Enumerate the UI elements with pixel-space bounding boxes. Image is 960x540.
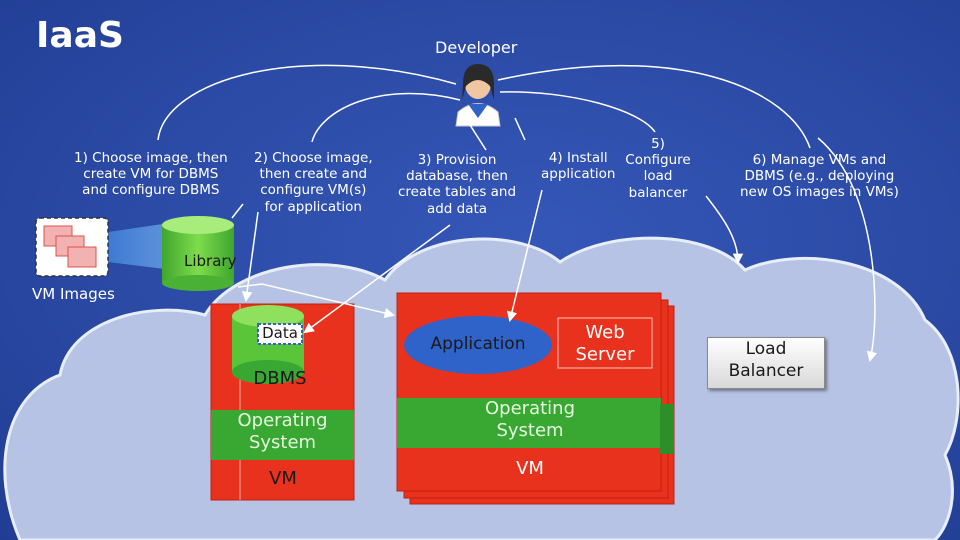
os-line: System — [248, 431, 317, 453]
dbms-label: DBMS — [253, 368, 307, 389]
step-2-line: for application — [264, 198, 362, 215]
load-balancer-line: Balancer — [728, 361, 804, 382]
step-1-text: 1) Choose image, then create VM for DBMS… — [74, 150, 228, 199]
step-3-line: add data — [426, 200, 488, 217]
data-label: Data — [262, 324, 298, 342]
app-vm-label: VM — [516, 458, 544, 479]
step-5-line: load — [643, 168, 673, 185]
dbms-vm-label: VM — [269, 468, 297, 489]
step-5-line: Configure — [625, 152, 691, 169]
library-cylinder-icon — [162, 216, 234, 291]
step-1-line: and configure DBMS — [82, 182, 220, 199]
step-4-line: application — [541, 166, 616, 183]
step-6-line: new OS images in VMs) — [740, 184, 899, 201]
developer-label: Developer — [435, 38, 518, 57]
application-label: Application — [430, 334, 526, 354]
step-2-line: then create and — [259, 166, 368, 183]
library-label: Library — [184, 252, 237, 270]
web-server-line: Web — [585, 322, 625, 343]
step-3-line: create tables and — [398, 184, 517, 201]
load-balancer-box — [707, 337, 825, 389]
os-line: Operating — [237, 410, 328, 431]
step-5-text: 5) Configure load balancer — [620, 136, 696, 201]
step-6-line: 6) Manage VMs and — [752, 152, 887, 168]
step-6-text: 6) Manage VMs and DBMS (e.g., deploying … — [740, 152, 899, 201]
step-2-line: configure VM(s) — [260, 182, 367, 199]
web-server-line: Server — [575, 343, 635, 365]
os-line: System — [496, 419, 564, 441]
app-vm-box — [396, 292, 675, 505]
dbms-vm-box — [210, 303, 355, 501]
connector-arcs — [157, 64, 878, 363]
step-3-text: 3) Provision database, then create table… — [398, 152, 516, 217]
step-3-line: 3) Provision — [417, 152, 497, 168]
step-2-line: 2) Choose image, — [254, 150, 373, 166]
load-balancer-line: Load — [745, 339, 787, 359]
app-os-label: Operating System — [460, 398, 600, 441]
step-arrows — [231, 189, 744, 334]
load-balancer-label: Load Balancer — [707, 338, 825, 382]
web-server-label: Web Server — [558, 322, 652, 365]
vm-images-label: VM Images — [32, 285, 115, 303]
step-4-line: 4) Install — [548, 150, 608, 166]
step-1-line: create VM for DBMS — [83, 166, 219, 183]
step-5-line: balancer — [628, 184, 688, 201]
step-5-line: 5) — [651, 136, 665, 152]
step-2-text: 2) Choose image, then create and configu… — [254, 150, 373, 215]
vm-image-stack-icon — [35, 217, 109, 277]
os-line: Operating — [485, 398, 575, 419]
page-title: IaaS — [36, 15, 124, 56]
step-1-line: 1) Choose image, then — [74, 150, 228, 166]
dbms-os-label: Operating System — [214, 410, 351, 453]
developer-avatar-icon — [455, 64, 501, 127]
step-4-text: 4) Install application — [541, 150, 615, 182]
step-6-line: DBMS (e.g., deploying — [744, 168, 895, 185]
step-3-line: database, then — [406, 168, 508, 185]
